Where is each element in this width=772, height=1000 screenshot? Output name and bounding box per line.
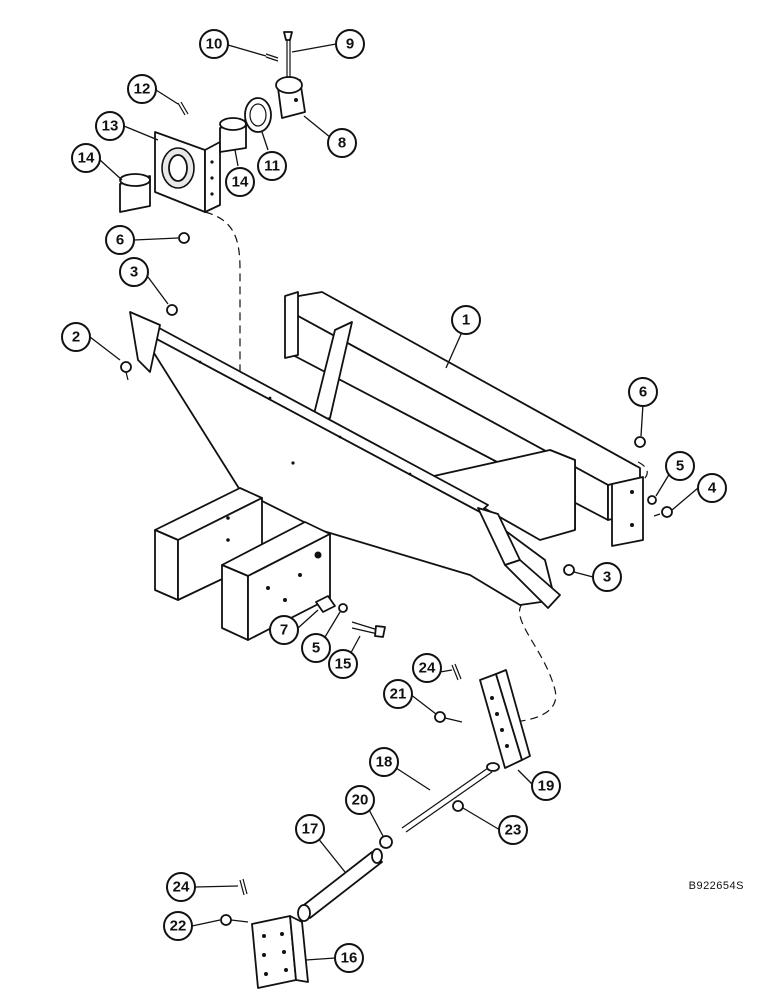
mount-plate-19 <box>479 669 531 769</box>
svg-text:24: 24 <box>419 660 436 677</box>
svg-text:20: 20 <box>352 792 369 809</box>
bolt-21 <box>434 711 463 723</box>
svg-text:9: 9 <box>346 36 354 53</box>
nut-20 <box>379 835 393 849</box>
svg-text:6: 6 <box>639 384 647 401</box>
callout-4: 4 <box>697 473 727 503</box>
nut-3-right <box>563 564 575 576</box>
diagonal-brace <box>311 321 576 541</box>
pin-24-upper <box>451 663 462 681</box>
svg-text:6: 6 <box>116 232 124 249</box>
callout-14-right: 14 <box>225 167 255 197</box>
svg-text:5: 5 <box>676 458 684 475</box>
nut-3-top <box>166 304 178 316</box>
svg-text:17: 17 <box>302 821 319 838</box>
callout-16: 16 <box>334 943 364 973</box>
callout-5-front: 5 <box>301 633 331 663</box>
bolt-15 <box>351 621 386 638</box>
svg-text:14: 14 <box>232 174 249 191</box>
svg-text:3: 3 <box>130 264 138 281</box>
pin-12 <box>177 101 189 116</box>
callout-9: 9 <box>335 29 365 59</box>
svg-text:16: 16 <box>341 950 358 967</box>
threaded-rod-18 <box>401 762 500 833</box>
callout-8: 8 <box>327 128 357 158</box>
callout-24-lower: 24 <box>166 872 196 902</box>
screw-23 <box>452 800 464 812</box>
washer-5-right <box>647 495 657 505</box>
callout-23: 23 <box>498 815 528 845</box>
gusset-plate <box>129 311 561 609</box>
callout-13: 13 <box>95 111 125 141</box>
bearing-cup-14-left <box>119 173 151 213</box>
svg-text:11: 11 <box>264 158 280 175</box>
svg-text:3: 3 <box>603 569 611 586</box>
svg-text:12: 12 <box>134 81 151 98</box>
callout-22: 22 <box>163 911 193 941</box>
mount-plate-16 <box>251 915 309 989</box>
bolt-22 <box>220 914 249 926</box>
bolt-9 <box>283 31 293 78</box>
svg-text:23: 23 <box>505 822 522 839</box>
svg-text:22: 22 <box>170 918 187 935</box>
bearing-cup-14-right <box>219 117 247 153</box>
channel-left <box>154 487 263 601</box>
nut-6-top <box>178 232 190 244</box>
spacer-ring-11 <box>244 97 272 133</box>
callout-1: 1 <box>451 305 481 335</box>
callout-18: 18 <box>369 747 399 777</box>
assembly-line-nut-right <box>637 461 648 483</box>
callout-6-right: 6 <box>628 377 658 407</box>
bushing-7 <box>315 595 336 613</box>
channel-right <box>221 521 331 641</box>
svg-text:2: 2 <box>72 329 80 346</box>
callout-15: 15 <box>328 649 358 679</box>
svg-text:8: 8 <box>338 135 346 152</box>
svg-text:7: 7 <box>280 622 288 639</box>
svg-text:5: 5 <box>312 640 320 657</box>
bolt-4 <box>653 506 673 518</box>
svg-text:1: 1 <box>462 312 470 329</box>
pin-10 <box>265 53 279 62</box>
callout-21: 21 <box>383 679 413 709</box>
tube-17 <box>297 848 383 922</box>
callout-7: 7 <box>269 615 299 645</box>
collar-8 <box>275 76 306 119</box>
callout-19: 19 <box>531 771 561 801</box>
washer-5-front <box>338 603 348 613</box>
callout-2: 2 <box>61 322 91 352</box>
bolt-2 <box>120 361 132 381</box>
assembly-line-bracket-to-frame <box>204 211 241 470</box>
svg-text:19: 19 <box>538 778 555 795</box>
svg-text:18: 18 <box>376 754 393 771</box>
callout-20: 20 <box>345 785 375 815</box>
callout-17: 17 <box>295 814 325 844</box>
callout-14-left: 14 <box>71 143 101 173</box>
callout-6-top: 6 <box>105 225 135 255</box>
callout-3-right: 3 <box>592 562 622 592</box>
callout-3-top: 3 <box>119 257 149 287</box>
drawing-reference-code: B922654S <box>688 880 744 892</box>
callout-10: 10 <box>199 29 229 59</box>
svg-text:13: 13 <box>102 118 119 135</box>
svg-text:14: 14 <box>78 150 95 167</box>
callout-12: 12 <box>127 74 157 104</box>
pin-24-lower <box>239 878 248 896</box>
svg-text:15: 15 <box>335 656 352 673</box>
svg-text:4: 4 <box>708 480 717 497</box>
bearing-bracket <box>154 131 221 213</box>
callout-24-upper: 24 <box>412 653 442 683</box>
callout-5-right: 5 <box>665 451 695 481</box>
svg-text:10: 10 <box>206 36 223 53</box>
nut-6-right <box>634 436 646 448</box>
callout-11: 11 <box>257 151 287 181</box>
svg-text:21: 21 <box>390 686 407 703</box>
assembly-line-plate-to-frame <box>511 603 557 723</box>
svg-text:24: 24 <box>173 879 190 896</box>
